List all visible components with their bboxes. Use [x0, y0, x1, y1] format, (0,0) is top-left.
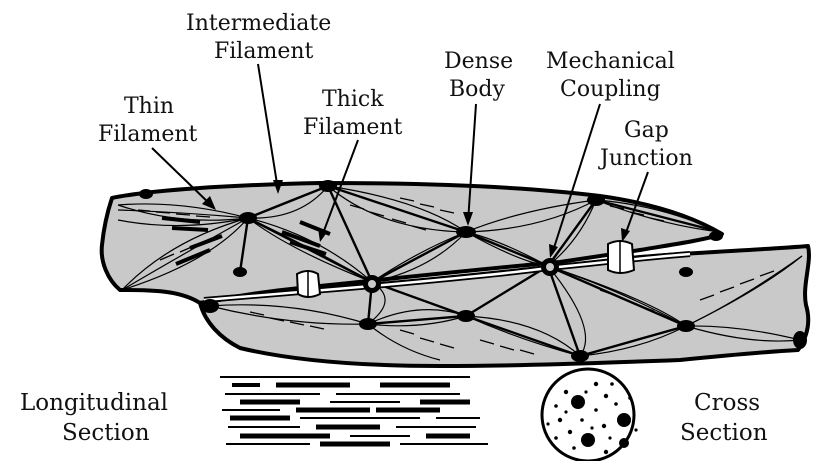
gap-junction-right	[608, 240, 634, 274]
label-dense-body-1: Dense	[444, 49, 513, 74]
label-mechanical-coupling-2: Coupling	[560, 77, 661, 102]
label-longitudinal-section-2: Section	[62, 420, 150, 446]
label-thin-filament-1: Thin	[124, 94, 174, 119]
cross-section-graphic	[542, 369, 638, 461]
label-cross-section-1: Cross	[694, 390, 760, 416]
label-thin-filament-2: Filament	[98, 122, 198, 147]
label-gap-junction-1: Gap	[624, 118, 669, 143]
label-intermediate-filament-2: Filament	[214, 39, 314, 64]
label-thick-filament-2: Filament	[303, 115, 403, 140]
label-gap-junction-2: Junction	[598, 146, 693, 171]
label-mechanical-coupling-1: Mechanical	[546, 49, 675, 74]
label-intermediate-filament-1: Intermediate	[186, 11, 331, 36]
label-dense-body-2: Body	[449, 77, 505, 102]
label-longitudinal-section-1: Longitudinal	[20, 390, 168, 416]
label-thick-filament-1: Thick	[322, 87, 384, 112]
label-cross-section-2: Section	[680, 420, 768, 446]
longitudinal-section-graphic	[220, 377, 488, 444]
gap-junction-left	[297, 270, 320, 298]
